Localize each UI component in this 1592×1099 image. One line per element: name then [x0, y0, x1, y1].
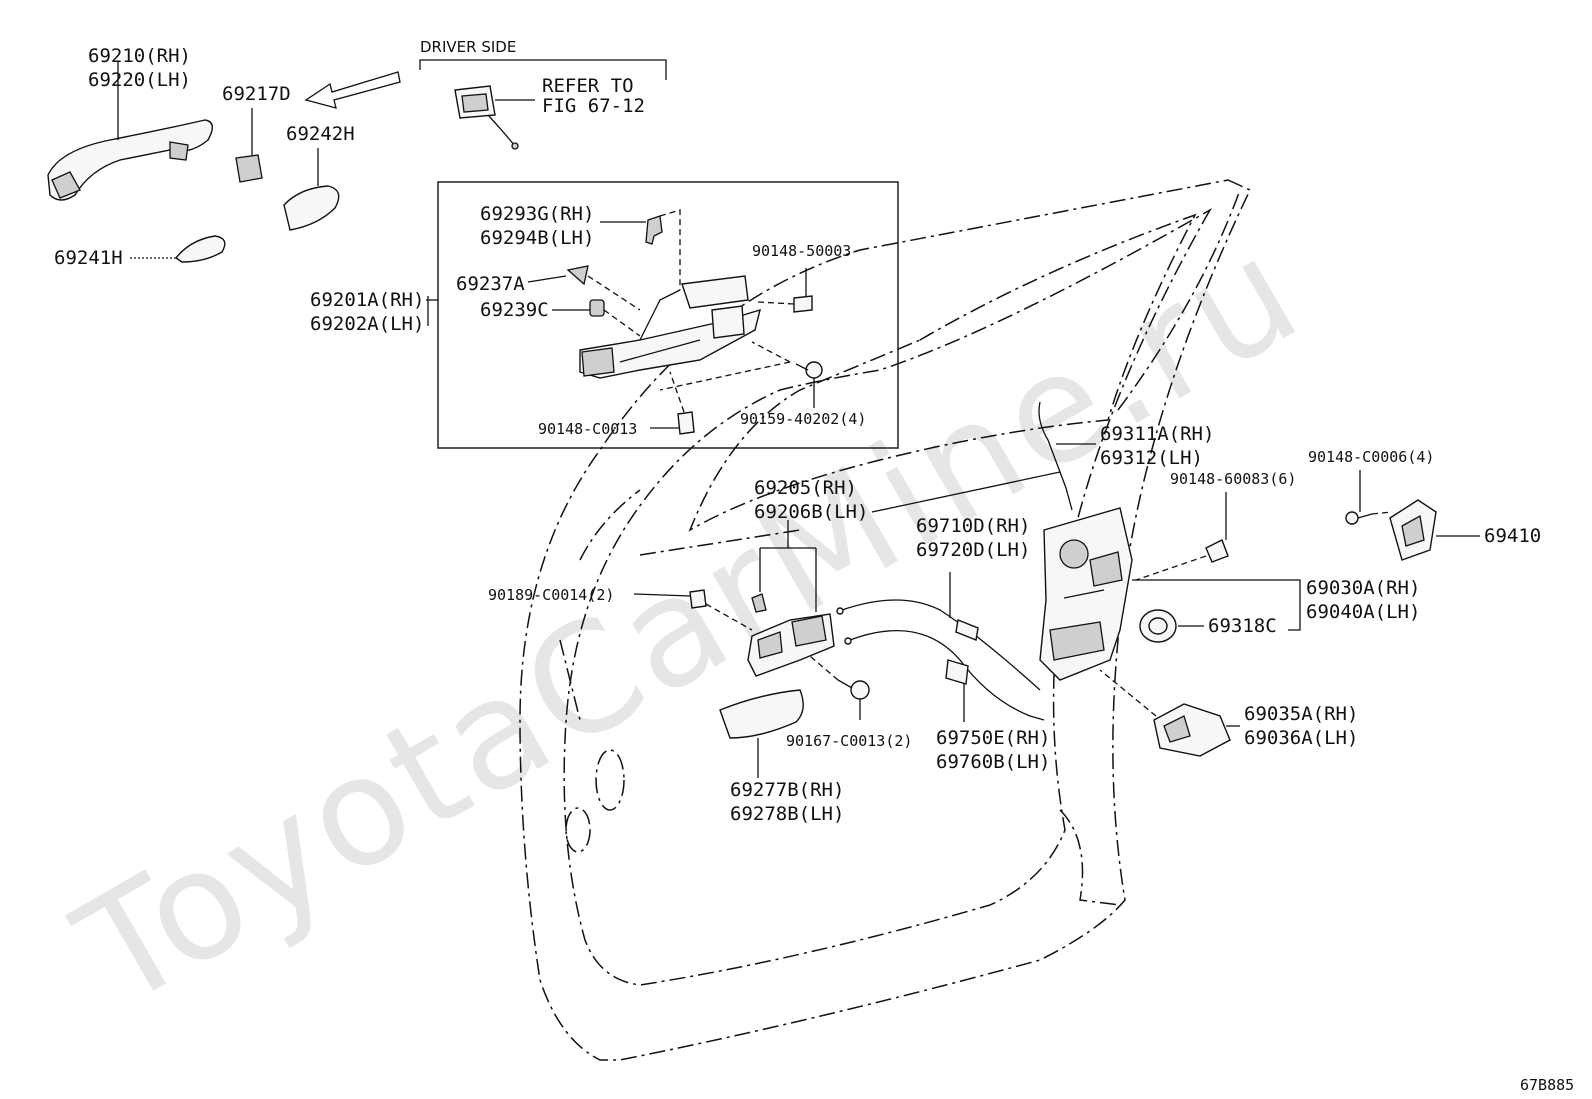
- door-outline: [519, 179, 1252, 1061]
- part-90159-40202: [659, 341, 823, 408]
- part-69293G: [600, 209, 681, 290]
- label-69220: 69220(LH): [88, 69, 191, 91]
- part-69217D: [235, 108, 263, 183]
- frame-assembly: [579, 275, 761, 379]
- label-69311A: 69311A(RH): [1100, 423, 1214, 445]
- door-lock-assembly: [1039, 507, 1133, 681]
- label-69036A: 69036A(LH): [1244, 727, 1358, 749]
- label-90148-50003: 90148-50003: [752, 242, 851, 260]
- handle-frame-box: [437, 181, 899, 449]
- label-69210: 69210(RH): [88, 45, 191, 67]
- label-69760B: 69760B(LH): [936, 751, 1050, 773]
- refer-line-1: REFER TO: [542, 75, 634, 97]
- label-69750E: 69750E(RH): [936, 727, 1050, 749]
- driver-side-heading: DRIVER SIDE: [420, 38, 516, 56]
- part-69410-striker: [1389, 499, 1480, 561]
- driver-side-bracket: [419, 59, 667, 80]
- label-90148-C0006: 90148-C0006(4): [1308, 448, 1434, 466]
- label-69410: 69410: [1484, 525, 1541, 547]
- part-69237A: [527, 265, 641, 311]
- part-90148-C0006: [1345, 470, 1393, 525]
- label-90189-C0014: 90189-C0014(2): [488, 586, 614, 604]
- label-69237A: 69237A: [456, 273, 525, 295]
- part-90189-C0014: [633, 589, 753, 631]
- label-69217D: 69217D: [222, 83, 291, 105]
- cable-69710D: [836, 572, 1041, 691]
- refer-line-2: FIG 67-12: [542, 95, 645, 117]
- part-69311A-rod: [1038, 401, 1096, 511]
- cable-69750E: [844, 630, 1045, 722]
- label-69201A: 69201A(RH): [310, 289, 424, 311]
- label-69293G: 69293G(RH): [480, 203, 594, 225]
- figure-code: 67B885: [1520, 1076, 1574, 1094]
- label-69206B: 69206B(LH): [754, 501, 868, 523]
- label-69278B: 69278B(LH): [730, 803, 844, 825]
- key-cylinder-part: [454, 85, 535, 150]
- label-90159-40202: 90159-40202(4): [740, 410, 866, 428]
- label-69030A: 69030A(RH): [1306, 577, 1420, 599]
- label-69318C: 69318C: [1208, 615, 1277, 637]
- part-69318C: [1139, 609, 1204, 643]
- inside-handle-69205: [747, 520, 835, 677]
- label-90167-C0013: 90167-C0013(2): [786, 732, 912, 750]
- label-69277B: 69277B(RH): [730, 779, 844, 801]
- outside-handle-69210: [47, 62, 213, 201]
- part-69277B: [719, 689, 804, 778]
- label-69720D: 69720D(LH): [916, 539, 1030, 561]
- label-69242H: 69242H: [286, 123, 355, 145]
- label-69239C: 69239C: [480, 299, 549, 321]
- part-69239C: [552, 299, 641, 337]
- part-90148-60083: [1135, 492, 1229, 581]
- bracket-69030A: [1132, 579, 1301, 631]
- label-69202A: 69202A(LH): [310, 313, 424, 335]
- label-69241H: 69241H: [54, 247, 123, 269]
- label-69294B: 69294B(LH): [480, 227, 594, 249]
- label-69035A: 69035A(RH): [1244, 703, 1358, 725]
- label-90148-C0013: 90148-C0013: [538, 420, 637, 438]
- label-69040A: 69040A(LH): [1306, 601, 1420, 623]
- part-69241H: [130, 235, 226, 263]
- part-90167-C0013: [809, 655, 870, 720]
- label-69205: 69205(RH): [754, 477, 857, 499]
- label-90148-60083: 90148-60083(6): [1170, 470, 1296, 488]
- part-69242H: [283, 148, 340, 231]
- driver-side-arrow: [304, 71, 401, 109]
- label-69312: 69312(LH): [1100, 447, 1203, 469]
- part-69035A: [1099, 669, 1240, 757]
- part-90148-C0013: [650, 371, 695, 435]
- label-69710D: 69710D(RH): [916, 515, 1030, 537]
- part-90148-50003: [757, 268, 813, 313]
- leader-rod: [871, 471, 1061, 513]
